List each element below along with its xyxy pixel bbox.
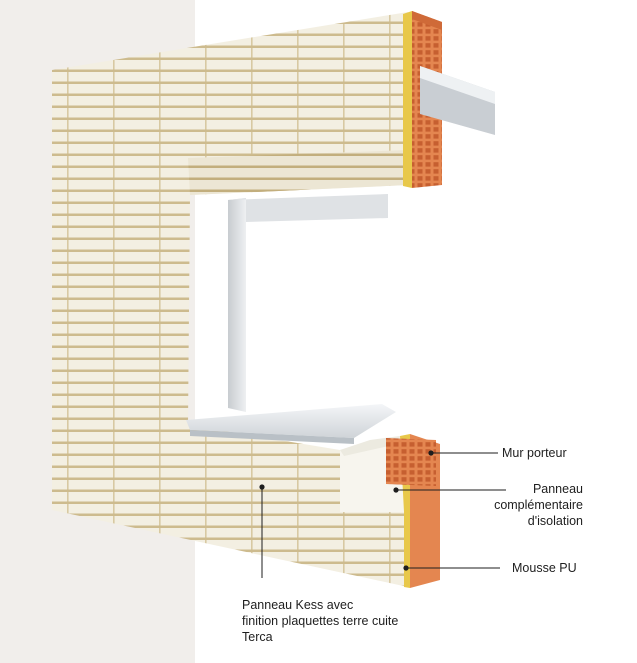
- pu-foam-top: [403, 11, 412, 188]
- dot-panneau-isolation: [393, 487, 399, 493]
- window-sill-edge: [190, 430, 354, 444]
- label-panneau-isolation-line-2: complémentaire: [494, 498, 583, 512]
- label-mousse-pu: Mousse PU: [512, 561, 577, 575]
- load-bearing-wall-top-edge: [412, 11, 442, 30]
- label-panneau-kess-line-2: finition plaquettes terre cuite: [242, 614, 399, 628]
- dot-mousse-pu: [403, 565, 409, 571]
- label-panneau-isolation-line-1: Panneau: [532, 482, 583, 496]
- load-bearing-wall-bottom-holes: [386, 438, 436, 486]
- label-panneau-kess-line-3: Terca: [242, 630, 273, 644]
- window-frame-left: [228, 198, 246, 412]
- label-panneau-isolation-line-3: d'isolation: [527, 514, 583, 528]
- window-opening: [246, 222, 388, 407]
- label-panneau-kess-line-1: Panneau Kess avec: [242, 598, 354, 612]
- label-panneau-isolation: Panneau complémentaire d'isolation: [470, 481, 583, 529]
- leader-dots: [259, 450, 434, 571]
- window-sill: [186, 404, 396, 438]
- steel-lintel-front: [420, 66, 495, 104]
- window-frame-head: [228, 194, 388, 222]
- leader-lines: [261, 452, 506, 578]
- insulation-panel-top: [340, 436, 400, 456]
- dot-panneau-kess: [259, 484, 265, 490]
- label-mur-porteur: Mur porteur: [502, 446, 567, 460]
- lintel-brick-band: [188, 150, 408, 195]
- label-panneau-kess: Panneau Kess avec finition plaquettes te…: [242, 597, 398, 645]
- dot-mur-porteur: [428, 450, 434, 456]
